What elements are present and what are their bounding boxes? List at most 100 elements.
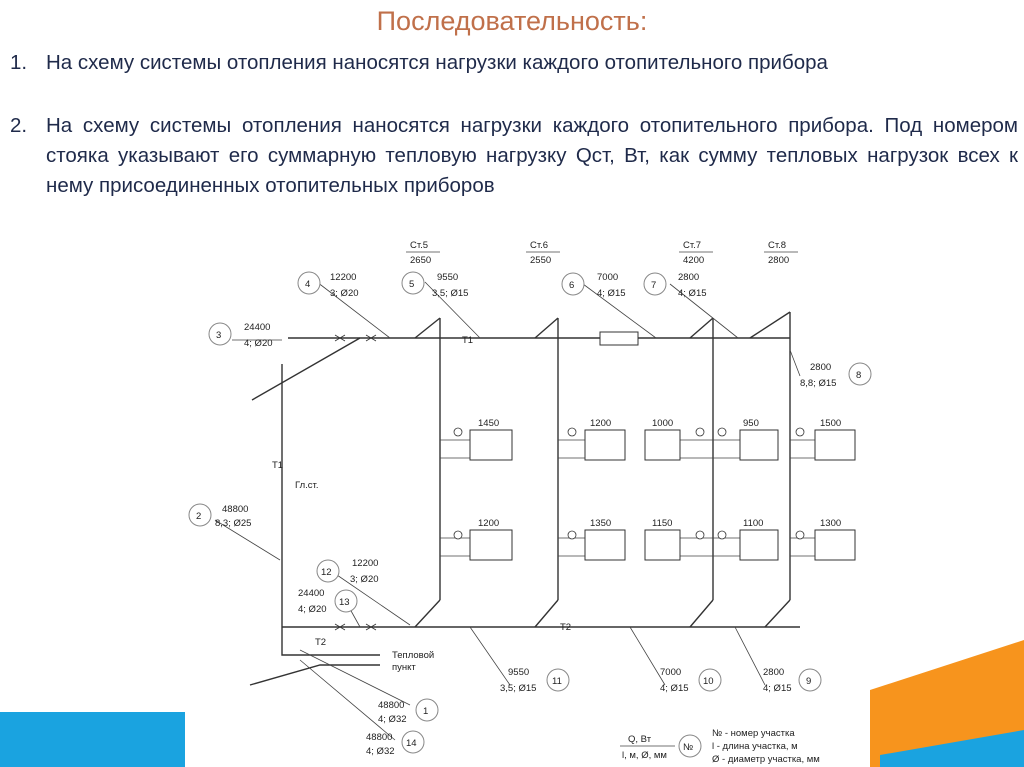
- section-marker-9: 9 2800 4; Ø15: [763, 667, 822, 694]
- radiator-load-label: 1200: [478, 518, 499, 529]
- section-marker-3: 3 24400 4; Ø20: [208, 322, 273, 349]
- slide-title: Последовательность:: [376, 6, 648, 36]
- svg-text:9550: 9550: [437, 272, 458, 283]
- radiator-load-label: 1500: [820, 418, 841, 429]
- radiators-top-row: 1450 1200 1000 950 1500: [469, 418, 856, 461]
- pipe-network: [214, 281, 815, 741]
- svg-text:2800: 2800: [763, 667, 784, 678]
- legend-line: № - номер участка: [712, 728, 795, 739]
- radiator-load-label: 1000: [652, 418, 673, 429]
- svg-text:10: 10: [703, 676, 714, 687]
- svg-text:4; Ø20: 4; Ø20: [298, 604, 327, 615]
- svg-text:7000: 7000: [597, 272, 618, 283]
- radiator: [739, 429, 779, 461]
- radiator: [469, 529, 513, 561]
- svg-text:4; Ø15: 4; Ø15: [678, 288, 707, 299]
- list-item-text: На схему системы отопления наносятся наг…: [46, 114, 1018, 197]
- svg-text:48800: 48800: [366, 732, 392, 743]
- valve-icons: [334, 334, 805, 631]
- svg-text:24400: 24400: [298, 588, 324, 599]
- riser-load: 4200: [683, 255, 704, 266]
- svg-text:6: 6: [569, 280, 574, 291]
- radiator: [584, 429, 626, 461]
- riser-name: Ст.5: [410, 240, 428, 251]
- svg-text:12200: 12200: [352, 558, 378, 569]
- supply-pipe-label: Т1: [462, 335, 473, 346]
- radiator-load-label: 1450: [478, 418, 499, 429]
- radiator-load-label: 1300: [820, 518, 841, 529]
- riser-load: 2550: [530, 255, 551, 266]
- radiator-load-label: 1200: [590, 418, 611, 429]
- svg-text:4; Ø32: 4; Ø32: [378, 714, 407, 725]
- decor-blue-shape: [0, 712, 185, 767]
- section-marker-10: 10 7000 4; Ø15: [660, 667, 722, 694]
- svg-text:2800: 2800: [678, 272, 699, 283]
- section-marker-14: 14 48800 4; Ø32: [366, 730, 425, 757]
- svg-text:8,8; Ø15: 8,8; Ø15: [800, 378, 836, 389]
- section-marker-13: 13 24400 4; Ø20: [298, 588, 358, 615]
- svg-text:2: 2: [196, 511, 201, 522]
- svg-text:14: 14: [406, 738, 417, 749]
- svg-text:48800: 48800: [378, 700, 404, 711]
- riser-name: Ст.6: [530, 240, 548, 251]
- decor-blue-corner: [880, 730, 1024, 767]
- radiator: [814, 429, 856, 461]
- radiator-load-label: 1150: [652, 518, 672, 529]
- svg-text:8,3; Ø25: 8,3; Ø25: [215, 518, 251, 529]
- radiator: [739, 529, 779, 561]
- radiator: [584, 529, 626, 561]
- svg-text:8: 8: [856, 370, 861, 381]
- riser-load: 2800: [768, 255, 789, 266]
- radiator: [644, 529, 681, 561]
- legend-line: l - длина участка, м: [712, 741, 798, 752]
- svg-text:3,5; Ø15: 3,5; Ø15: [500, 683, 536, 694]
- svg-text:9: 9: [806, 676, 811, 687]
- legend-line: Ø - диаметр участка, мм: [712, 754, 820, 765]
- svg-text:9550: 9550: [508, 667, 529, 678]
- decor-orange-shape: [870, 640, 1024, 767]
- svg-text:11: 11: [552, 676, 562, 687]
- svg-text:7: 7: [651, 280, 656, 291]
- section-marker-11: 11 9550 3,5; Ø15: [500, 667, 570, 694]
- svg-text:3,5; Ø15: 3,5; Ø15: [432, 288, 468, 299]
- svg-text:24400: 24400: [244, 322, 270, 333]
- svg-text:4; Ø15: 4; Ø15: [763, 683, 792, 694]
- svg-text:4; Ø15: 4; Ø15: [660, 683, 689, 694]
- list-item-2: 2. На схему системы отопления наносятся …: [10, 111, 1018, 201]
- section-marker-12: 12 12200 3; Ø20: [316, 558, 379, 585]
- svg-text:48800: 48800: [222, 504, 248, 515]
- legend-q-label: Q, Вт: [628, 734, 652, 745]
- heat-point-label: Тепловой: [392, 650, 434, 661]
- list-item-number: 2.: [10, 114, 28, 137]
- svg-text:3: 3: [216, 330, 221, 341]
- svg-text:12: 12: [321, 567, 332, 578]
- supply-pipe-label: Т1: [272, 460, 283, 471]
- svg-text:3; Ø20: 3; Ø20: [350, 574, 379, 585]
- air-collector: [599, 331, 639, 346]
- section-marker-8: 8 2800 8,8; Ø15: [800, 362, 872, 389]
- riser-name: Ст.7: [683, 240, 701, 251]
- svg-text:7000: 7000: [660, 667, 681, 678]
- main-riser-label: Гл.ст.: [295, 480, 318, 491]
- radiators-bottom-row: 1200 1350 1150 1100 1300: [469, 518, 856, 561]
- radiator: [469, 429, 513, 461]
- svg-text:4: 4: [305, 279, 310, 290]
- section-marker-7: 7 2800 4; Ø15: [643, 272, 707, 299]
- radiator-load-label: 950: [743, 418, 759, 429]
- svg-text:12200: 12200: [330, 272, 356, 283]
- svg-text:4; Ø32: 4; Ø32: [366, 746, 395, 757]
- svg-text:13: 13: [339, 597, 350, 608]
- heat-point-label: пункт: [392, 662, 416, 673]
- riser-labels: Ст.5 2650 Ст.6 2550 Ст.7 4200 Ст.8 2800: [406, 240, 798, 266]
- return-pipe-label: Т2: [315, 637, 326, 648]
- svg-text:2800: 2800: [810, 362, 831, 373]
- svg-text:4; Ø20: 4; Ø20: [244, 338, 273, 349]
- list-item-1: 1. На схему системы отопления наносятся …: [10, 48, 1018, 78]
- return-pipe-label: Т2: [560, 622, 571, 633]
- svg-text:4; Ø15: 4; Ø15: [597, 288, 626, 299]
- legend-d-label: l, м, Ø, мм: [622, 750, 667, 761]
